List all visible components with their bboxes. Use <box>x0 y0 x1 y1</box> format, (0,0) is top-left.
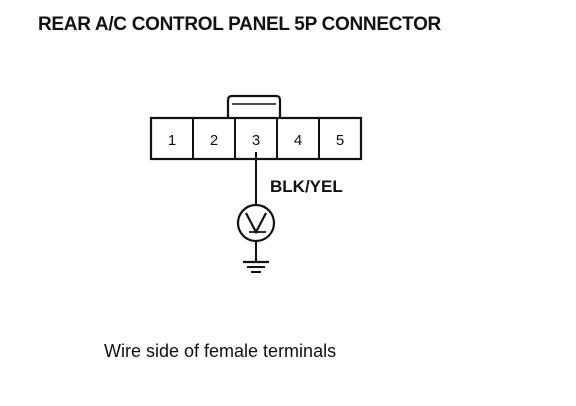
terminal-5-label: 5 <box>336 132 344 149</box>
terminal-1-label: 1 <box>168 132 176 149</box>
connector-lock-tab <box>226 94 282 118</box>
voltmeter-icon <box>236 203 276 243</box>
terminal-2-label: 2 <box>210 132 218 149</box>
wire-color-label: BLK/YEL <box>270 177 343 196</box>
diagram-caption: Wire side of female terminals <box>104 341 337 361</box>
terminal-3-label: 3 <box>252 132 260 149</box>
ground-icon <box>243 260 269 273</box>
diagram-title: REAR A/C CONTROL PANEL 5P CONNECTOR <box>38 14 441 35</box>
terminal-4-label: 4 <box>294 132 302 149</box>
